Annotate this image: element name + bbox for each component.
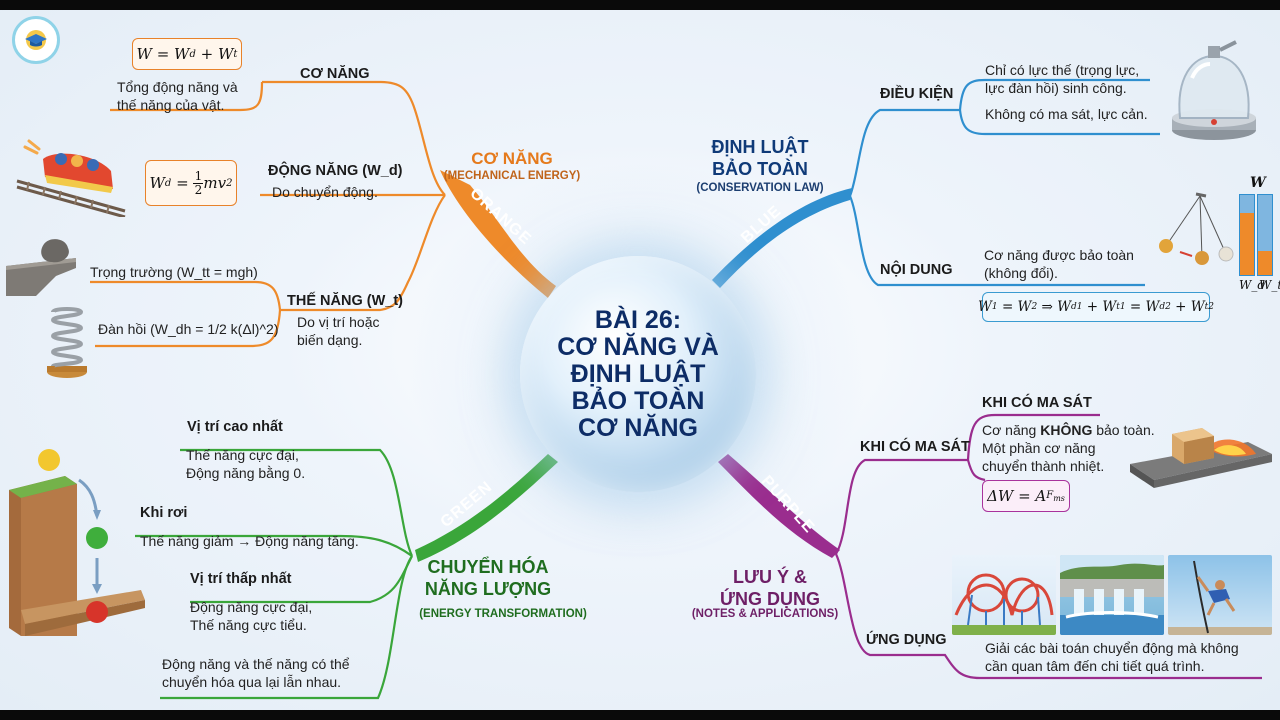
noi-dung-label: NỘI DUNG — [880, 262, 953, 278]
ma-sat-desc-2: Một phần cơ năng — [982, 440, 1096, 456]
pole-vault-thumbnail — [1168, 555, 1272, 635]
ung-dung-desc-2: cần quan tâm đến chi tiết quá trình. — [985, 658, 1205, 674]
rock-cliff-image — [6, 239, 76, 296]
center-title: BÀI 26: CƠ NĂNG VÀ ĐỊNH LUẬT BẢO TOÀN CƠ… — [520, 256, 756, 492]
green-branch-subtitle: (ENERGY TRANSFORMATION) — [419, 608, 587, 620]
ma-sat-label: KHI CÓ MA SÁT — [860, 439, 970, 455]
the-nang-label: THẾ NĂNG (W_t) — [287, 293, 403, 309]
thap-nhat-desc-2: Thế năng cực tiểu. — [190, 617, 307, 633]
dieu-kien-label: ĐIỀU KIỆN — [880, 86, 954, 102]
thap-nhat-desc-1: Động năng cực đại, — [190, 599, 313, 615]
dieu-kien-item-1b: lực đàn hồi) sinh công. — [985, 80, 1127, 96]
purple-branch-subtitle: (NOTES & APPLICATIONS) — [691, 608, 839, 620]
roller-coaster-image — [16, 139, 126, 217]
dieu-kien-item-2: Không có ma sát, lực cản. — [985, 106, 1148, 122]
roller-coaster-thumbnail — [952, 555, 1056, 635]
blue-branch-title: ĐỊNH LUẬT BẢO TOÀN — [711, 137, 809, 179]
logo[interactable] — [12, 16, 60, 64]
energy-bar-kinetic — [1239, 194, 1255, 276]
bar-top-label: W — [1250, 175, 1266, 191]
bar-right-label: W_t — [1259, 278, 1280, 292]
ma-sat-desc-1: Cơ năng KHÔNG bảo toàn. — [982, 422, 1155, 438]
co-nang-desc-2: thế năng của vật. — [117, 97, 225, 113]
bell-jar-image — [1172, 40, 1256, 140]
orange-branch-subtitle: (MECHANICAL ENERGY) — [443, 170, 581, 182]
dieu-kien-item-1a: Chỉ có lực thế (trọng lực, — [985, 62, 1140, 78]
noi-dung-desc-2: (không đổi). — [984, 265, 1058, 281]
bar-left-label: W_d — [1239, 278, 1266, 292]
spring-image — [47, 307, 87, 378]
co-nang-label: CƠ NĂNG — [300, 66, 370, 82]
purple-swoosh — [718, 454, 840, 558]
the-nang-desc-2: biến dạng. — [297, 332, 363, 348]
green-branch-title: CHUYỂN HÓA NĂNG LƯỢNG — [424, 557, 552, 599]
cao-nhat-desc-1: Thế năng cực đại, — [186, 447, 299, 463]
mind-map-canvas: ORANGE BLUE PURPLE GREEN BÀI 26: CƠ NĂNG… — [0, 10, 1280, 710]
noi-dung-desc-1: Cơ năng được bảo toàn — [984, 247, 1134, 263]
the-nang-desc-1: Do vị trí hoặc — [297, 314, 380, 330]
co-nang-desc-1: Tổng động năng và — [117, 79, 238, 95]
graduation-cap-icon — [25, 30, 47, 50]
cao-nhat-label: Vị trí cao nhất — [187, 419, 283, 435]
green-note-2: chuyển hóa qua lại lẫn nhau. — [162, 674, 342, 690]
dan-hoi-text: Đàn hồi (W_dh = 1/2 k(Δl)^2) — [98, 321, 279, 337]
blue-swoosh — [712, 188, 852, 288]
hydro-dam-thumbnail — [1060, 555, 1164, 635]
falling-ball-image — [9, 449, 145, 636]
orange-swoosh — [440, 170, 556, 298]
green-note-1: Động năng và thế năng có thể — [162, 656, 350, 672]
thap-nhat-label: Vị trí thấp nhất — [190, 571, 292, 587]
green-swoosh — [415, 454, 558, 562]
ung-dung-desc-1: Giải các bài toán chuyển động mà không — [985, 640, 1239, 656]
cao-nhat-desc-2: Động năng bằng 0. — [186, 465, 306, 481]
blue-branch-subtitle: (CONSERVATION LAW) — [696, 182, 824, 194]
dong-nang-label: ĐỘNG NĂNG (W_d) — [268, 163, 403, 179]
khi-roi-desc: Thế năng giảm → Động năng tăng. — [140, 533, 359, 549]
pendulum-image — [1159, 192, 1234, 265]
orange-branch-title: CƠ NĂNG — [471, 149, 553, 168]
trong-truong-text: Trọng trường (W_tt = mgh) — [90, 264, 258, 280]
friction-block-image — [1130, 428, 1272, 488]
khi-roi-label: Khi rơi — [140, 505, 188, 521]
ma-sat-desc-3: chuyển thành nhiệt. — [982, 458, 1105, 474]
dong-nang-desc: Do chuyển động. — [272, 184, 378, 200]
ung-dung-label: ỨNG DỤNG — [866, 632, 947, 648]
energy-bar-potential — [1257, 194, 1273, 276]
purple-branch-title: LƯU Ý & ỨNG DỤNG — [720, 567, 820, 609]
ma-sat-heading: KHI CÓ MA SÁT — [982, 395, 1092, 411]
